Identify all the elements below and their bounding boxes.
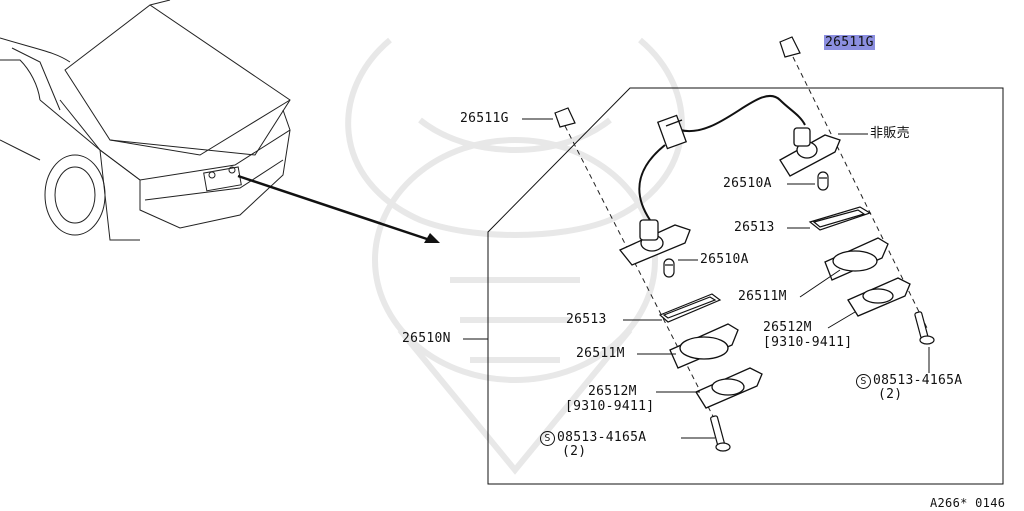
part-label-26511g-left: 26511G <box>460 111 509 126</box>
leader-lines <box>463 118 930 439</box>
screw-icon <box>710 311 935 452</box>
part-label-26511m-right: 26511M <box>738 289 787 304</box>
not-for-sale-label: 非販売 <box>870 126 910 141</box>
lamp-housing-right <box>779 127 841 177</box>
part-label-26512m-right: 26512M <box>763 320 812 335</box>
pointer-arrow <box>237 174 440 243</box>
screw-qty-left: (2) <box>562 444 587 459</box>
gasket-icon <box>658 206 872 323</box>
screw-qty-right: (2) <box>878 387 903 402</box>
part-label-26511m-left: 26511M <box>576 346 625 361</box>
diagram-code: A266* 0146 <box>930 496 1006 510</box>
bulb-icon <box>663 171 829 278</box>
part-label-26510a-right: 26510A <box>723 176 772 191</box>
part-label-26512m-left: 26512M <box>588 384 637 399</box>
part-label-26510n: 26510N <box>402 331 451 346</box>
date-range-left: [9310-9411] <box>565 399 655 414</box>
part-label-26513-right: 26513 <box>734 220 775 235</box>
assembly-frame <box>487 87 1004 485</box>
part-label-26513-left: 26513 <box>566 312 607 327</box>
harness-cable <box>638 94 806 221</box>
connector-icon <box>656 114 688 150</box>
lens-icon <box>669 237 889 369</box>
date-range-right: [9310-9411] <box>763 335 853 350</box>
lamp-housing-left <box>618 219 691 266</box>
grommet-icon <box>554 36 801 128</box>
part-label-26510a-left: 26510A <box>700 252 749 267</box>
car-rear-outline <box>0 0 291 241</box>
s-symbol-icon: S <box>540 431 555 446</box>
part-label-26511g-top: 26511G <box>824 35 875 50</box>
lens-frame-icon <box>695 277 911 409</box>
s-symbol-icon: S <box>856 374 871 389</box>
